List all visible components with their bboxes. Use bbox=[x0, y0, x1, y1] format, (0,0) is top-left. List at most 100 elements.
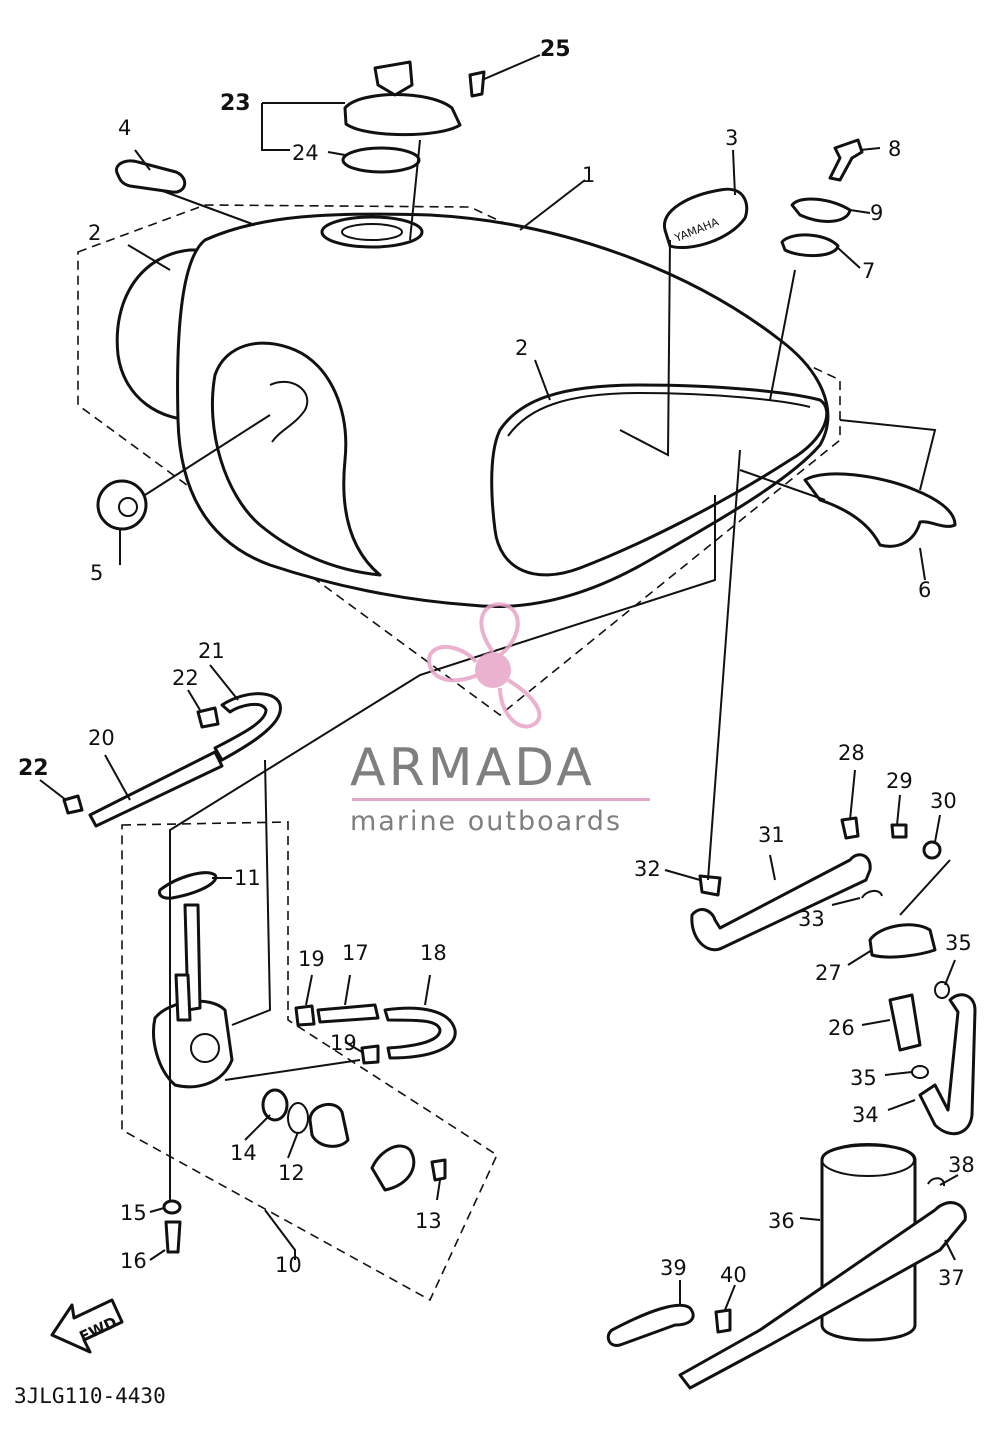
petcock-o-ring bbox=[158, 871, 218, 900]
callout-40: 40 bbox=[720, 1263, 747, 1287]
callout-36: 36 bbox=[768, 1209, 795, 1233]
callout-39: 39 bbox=[660, 1256, 687, 1280]
canister-top bbox=[821, 1143, 915, 1177]
callout-31: 31 bbox=[758, 823, 785, 847]
tank-cushion bbox=[115, 159, 187, 194]
strainer-tube-short bbox=[174, 973, 192, 1022]
callout-numbers: 1 2 2 3 4 5 6 7 8 9 10 11 12 13 14 15 16… bbox=[18, 37, 975, 1290]
callout-14: 14 bbox=[230, 1141, 257, 1165]
fuel-filter bbox=[888, 993, 922, 1052]
drain-clip bbox=[714, 1308, 732, 1334]
tank-decal-inner bbox=[507, 391, 811, 437]
fuel-hose-short bbox=[316, 1003, 380, 1024]
propeller-logo bbox=[427, 602, 542, 729]
hose-spring-coil bbox=[383, 1006, 457, 1060]
callout-2b: 2 bbox=[515, 336, 528, 360]
callout-2a: 2 bbox=[88, 221, 101, 245]
rubber-damper bbox=[780, 233, 840, 258]
callout-15: 15 bbox=[120, 1201, 147, 1225]
bracket-collar bbox=[922, 840, 942, 860]
tank-rear-recess bbox=[211, 341, 382, 577]
vent-hose-clip bbox=[698, 874, 722, 897]
vent-hose bbox=[690, 853, 872, 952]
hose-clip-upper bbox=[294, 1004, 316, 1027]
callout-12: 12 bbox=[278, 1161, 305, 1185]
canister-hose bbox=[678, 1201, 967, 1390]
grommet bbox=[96, 479, 148, 531]
washer-plate bbox=[790, 197, 852, 223]
hose-clamp-lower bbox=[911, 1065, 929, 1079]
filter-hose bbox=[918, 993, 977, 1136]
hose-clip-end bbox=[62, 794, 84, 815]
filter-bracket bbox=[868, 923, 937, 959]
bracket-bolt bbox=[840, 816, 860, 840]
drain-bolt bbox=[164, 1220, 182, 1254]
lever-disc bbox=[261, 1088, 289, 1122]
tank-rear-hook bbox=[269, 380, 309, 443]
hose-clamp-upper bbox=[934, 981, 950, 999]
callout-34: 34 bbox=[852, 1103, 879, 1127]
callout-1: 1 bbox=[582, 163, 595, 187]
callout-10: 10 bbox=[275, 1253, 302, 1277]
watermark-subtitle: marine outboards bbox=[350, 806, 623, 837]
hose-clip-lower bbox=[360, 1044, 380, 1065]
drawing-code: 3JLG110-4430 bbox=[14, 1384, 166, 1408]
callout-4: 4 bbox=[118, 116, 131, 140]
tank-bracket bbox=[803, 472, 957, 548]
yamaha-emblem bbox=[663, 187, 749, 250]
callout-3: 3 bbox=[725, 126, 738, 150]
callout-35b: 35 bbox=[850, 1066, 877, 1090]
callout-22b: 22 bbox=[18, 756, 49, 781]
callout-17: 17 bbox=[342, 941, 369, 965]
fuel-hose-long bbox=[88, 750, 224, 828]
cover-screw bbox=[430, 1158, 447, 1182]
callout-7: 7 bbox=[862, 259, 875, 283]
drain-hose bbox=[606, 1303, 695, 1347]
callout-25: 25 bbox=[540, 37, 571, 62]
callout-19a: 19 bbox=[298, 947, 325, 971]
tank-assembly-boundary bbox=[77, 204, 841, 717]
watermark-title: ARMADA bbox=[350, 738, 595, 798]
callout-6: 6 bbox=[918, 578, 931, 602]
callout-27: 27 bbox=[815, 961, 842, 985]
cap-gasket bbox=[341, 146, 421, 174]
lever-o-ring bbox=[287, 1102, 309, 1134]
bracket-clip bbox=[861, 890, 883, 899]
cap-screw bbox=[468, 70, 486, 98]
petcock-lever bbox=[308, 1102, 350, 1148]
fuel-cap-key bbox=[373, 60, 414, 97]
fuel-petcock bbox=[152, 999, 234, 1089]
callout-18: 18 bbox=[420, 941, 447, 965]
fwd-arrow bbox=[50, 1298, 124, 1354]
bracket-nut bbox=[890, 823, 908, 839]
callout-19b: 19 bbox=[330, 1031, 357, 1055]
callout-5: 5 bbox=[90, 561, 103, 585]
callout-9: 9 bbox=[870, 201, 883, 225]
petcock-port bbox=[190, 1033, 220, 1063]
callout-22a: 22 bbox=[172, 666, 199, 690]
callout-13: 13 bbox=[415, 1209, 442, 1233]
callout-28: 28 bbox=[838, 741, 865, 765]
callout-35a: 35 bbox=[945, 931, 972, 955]
callout-24: 24 bbox=[292, 141, 319, 165]
filler-neck-inner bbox=[341, 223, 403, 241]
hose-clip-top bbox=[196, 706, 220, 729]
callout-20: 20 bbox=[88, 726, 115, 750]
lever-cover-plate bbox=[370, 1144, 416, 1192]
leader-lines bbox=[39, 54, 959, 1311]
hose-spring-upper bbox=[213, 692, 282, 762]
drain-washer bbox=[162, 1199, 182, 1215]
callout-30: 30 bbox=[930, 789, 957, 813]
callout-26: 26 bbox=[828, 1016, 855, 1040]
callout-32: 32 bbox=[634, 857, 661, 881]
mounting-bolt bbox=[828, 138, 864, 182]
callout-11: 11 bbox=[234, 866, 261, 890]
tank-decal-panel bbox=[490, 383, 829, 577]
callout-21: 21 bbox=[198, 639, 225, 663]
grommet-hole bbox=[118, 497, 138, 517]
fuel-cap bbox=[343, 93, 462, 137]
callout-37: 37 bbox=[938, 1266, 965, 1290]
callout-33: 33 bbox=[798, 907, 825, 931]
